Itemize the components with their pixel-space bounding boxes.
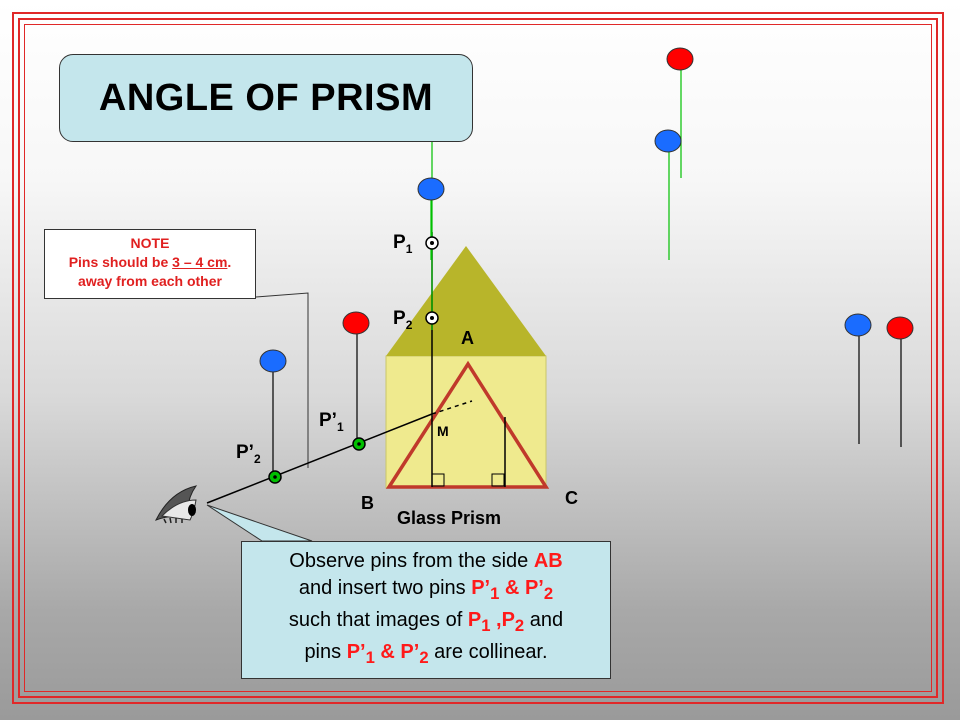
prism-top: [386, 246, 546, 356]
note-heading: NOTE: [130, 235, 170, 251]
observe-line-1: Observe pins from the side AB: [289, 550, 563, 572]
middle-frame: [18, 18, 938, 698]
label-p1: P1: [393, 232, 413, 256]
observe-callout-pointer: [206, 504, 313, 542]
label-p1-prime: P’1: [319, 410, 344, 434]
observe-line-4: pins P’1 & P’2 are collinear.: [304, 641, 548, 667]
label-vertex-c: C: [565, 488, 578, 508]
pin-head-red-left: [342, 311, 370, 335]
inner-frame: [24, 24, 932, 692]
pin-head-blue-upper-right: [654, 129, 682, 153]
title-banner: ANGLE OF PRISM: [59, 54, 473, 142]
label-glass-prism: Glass Prism: [397, 508, 502, 528]
observe-line-2: and insert two pins P’1 & P’2: [298, 577, 554, 603]
observe-instructions: Observe pins from the side AB and insert…: [241, 541, 611, 679]
page-title: ANGLE OF PRISM: [98, 76, 434, 119]
label-vertex-b: B: [361, 493, 374, 513]
outer-frame: [12, 12, 944, 704]
triangle-abc: [385, 360, 550, 489]
emergent-ray: [206, 413, 433, 504]
pin-head-red-upper-right: [666, 47, 694, 71]
note-line-2: away from each other: [78, 273, 222, 289]
observe-line-3: such that images of P1 ,P2 and: [288, 609, 564, 635]
pin-head-blue-top: [417, 177, 445, 201]
pin-head-blue-right: [844, 313, 872, 337]
note-connector: [255, 292, 309, 468]
label-p2-prime: P’2: [236, 442, 261, 466]
note-line-1: Pins should be 3 – 4 cm.: [68, 254, 232, 270]
eye-icon: [154, 485, 198, 524]
right-angle-marker-right: [491, 473, 505, 487]
label-p2: P2: [393, 308, 413, 332]
pin-head-blue-left: [259, 349, 287, 373]
right-angle-marker-left: [431, 473, 445, 487]
note-box: NOTE Pins should be 3 – 4 cm. away from …: [44, 229, 256, 299]
label-point-m: M: [437, 423, 449, 439]
pin-head-red-right: [886, 316, 914, 340]
label-vertex-a: A: [461, 328, 474, 348]
extended-ray: [431, 400, 473, 415]
